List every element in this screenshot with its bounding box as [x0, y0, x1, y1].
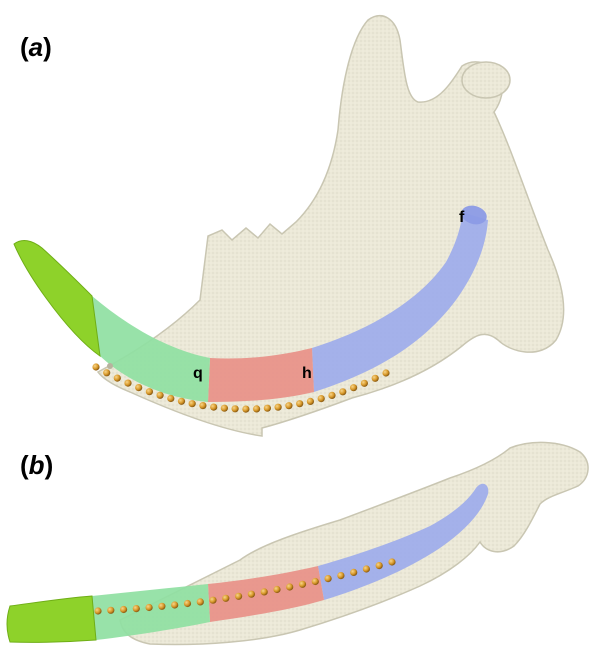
panel-a-marker-bead [221, 405, 228, 412]
panel-b-marker-bead [158, 603, 165, 610]
panel-b-figure [7, 442, 588, 644]
panel-b-marker-bead [388, 558, 395, 565]
panel-b-marker-bead [94, 607, 101, 614]
incisor-tip-green-b [7, 596, 96, 642]
panel-b-marker-bead [120, 606, 127, 613]
panel-a-marker-bead [135, 384, 142, 391]
panel-a-marker-bead [372, 375, 379, 382]
condyle-a [462, 62, 510, 98]
panel-b-marker-bead [376, 562, 383, 569]
panel-a-marker-bead [189, 400, 196, 407]
panel-a-marker-bead [114, 375, 121, 382]
panel-b-marker-bead [133, 605, 140, 612]
panel-b-marker-bead [209, 597, 216, 604]
panel-a-marker-bead [124, 380, 131, 387]
panel-a-marker-bead [232, 405, 239, 412]
panel-a-marker-bead [382, 369, 389, 376]
panel-label-a: (a) [20, 34, 52, 60]
panel-b-marker-bead [363, 565, 370, 572]
panel-b-marker-bead [146, 604, 153, 611]
panel-a-marker-bead [350, 384, 357, 391]
panel-a-marker-bead [339, 388, 346, 395]
panel-a-marker-bead [146, 388, 153, 395]
segment-label-h: h [302, 366, 312, 382]
panel-a-marker-bead [242, 406, 249, 413]
panel-b-marker-bead [248, 591, 255, 598]
panel-a-marker-bead [167, 395, 174, 402]
panel-a-marker-bead [285, 402, 292, 409]
panel-b-marker-bead [197, 598, 204, 605]
panel-b-marker-bead [325, 575, 332, 582]
panel-b-marker-bead [312, 578, 319, 585]
panel-a-marker-bead [103, 369, 110, 376]
panel-a-figure [14, 16, 564, 436]
panel-b-marker-bead [222, 595, 229, 602]
panel-b-marker-bead [107, 607, 114, 614]
panel-a-marker-bead [92, 363, 99, 370]
panel-b-marker-bead [184, 600, 191, 607]
panel-a-marker-bead [361, 380, 368, 387]
panel-b-marker-bead [350, 569, 357, 576]
segment-label-q: q [193, 366, 203, 382]
panel-b-marker-bead [337, 572, 344, 579]
panel-a-marker-bead [307, 398, 314, 405]
panel-b-marker-bead [299, 581, 306, 588]
panel-b-marker-bead [171, 601, 178, 608]
panel-a-marker-bead [157, 392, 164, 399]
panel-a-marker-bead [210, 404, 217, 411]
panel-a-marker-bead [264, 405, 271, 412]
panel-b-marker-bead [261, 588, 268, 595]
panel-a-marker-bead [199, 402, 206, 409]
panel-label-b: (b) [20, 452, 53, 478]
panel-b-marker-bead [286, 583, 293, 590]
panel-a-marker-bead [178, 398, 185, 405]
panel-a-marker-bead [275, 404, 282, 411]
panel-b-marker-bead [235, 593, 242, 600]
panel-b-marker-bead [273, 586, 280, 593]
incisor-tip-green-a [14, 241, 100, 356]
panel-a-marker-bead [318, 395, 325, 402]
panel-a-marker-bead [328, 392, 335, 399]
segment-label-f: f [459, 210, 464, 226]
panel-a-marker-bead [296, 400, 303, 407]
pin-a [107, 363, 113, 369]
panel-a-marker-bead [253, 405, 260, 412]
